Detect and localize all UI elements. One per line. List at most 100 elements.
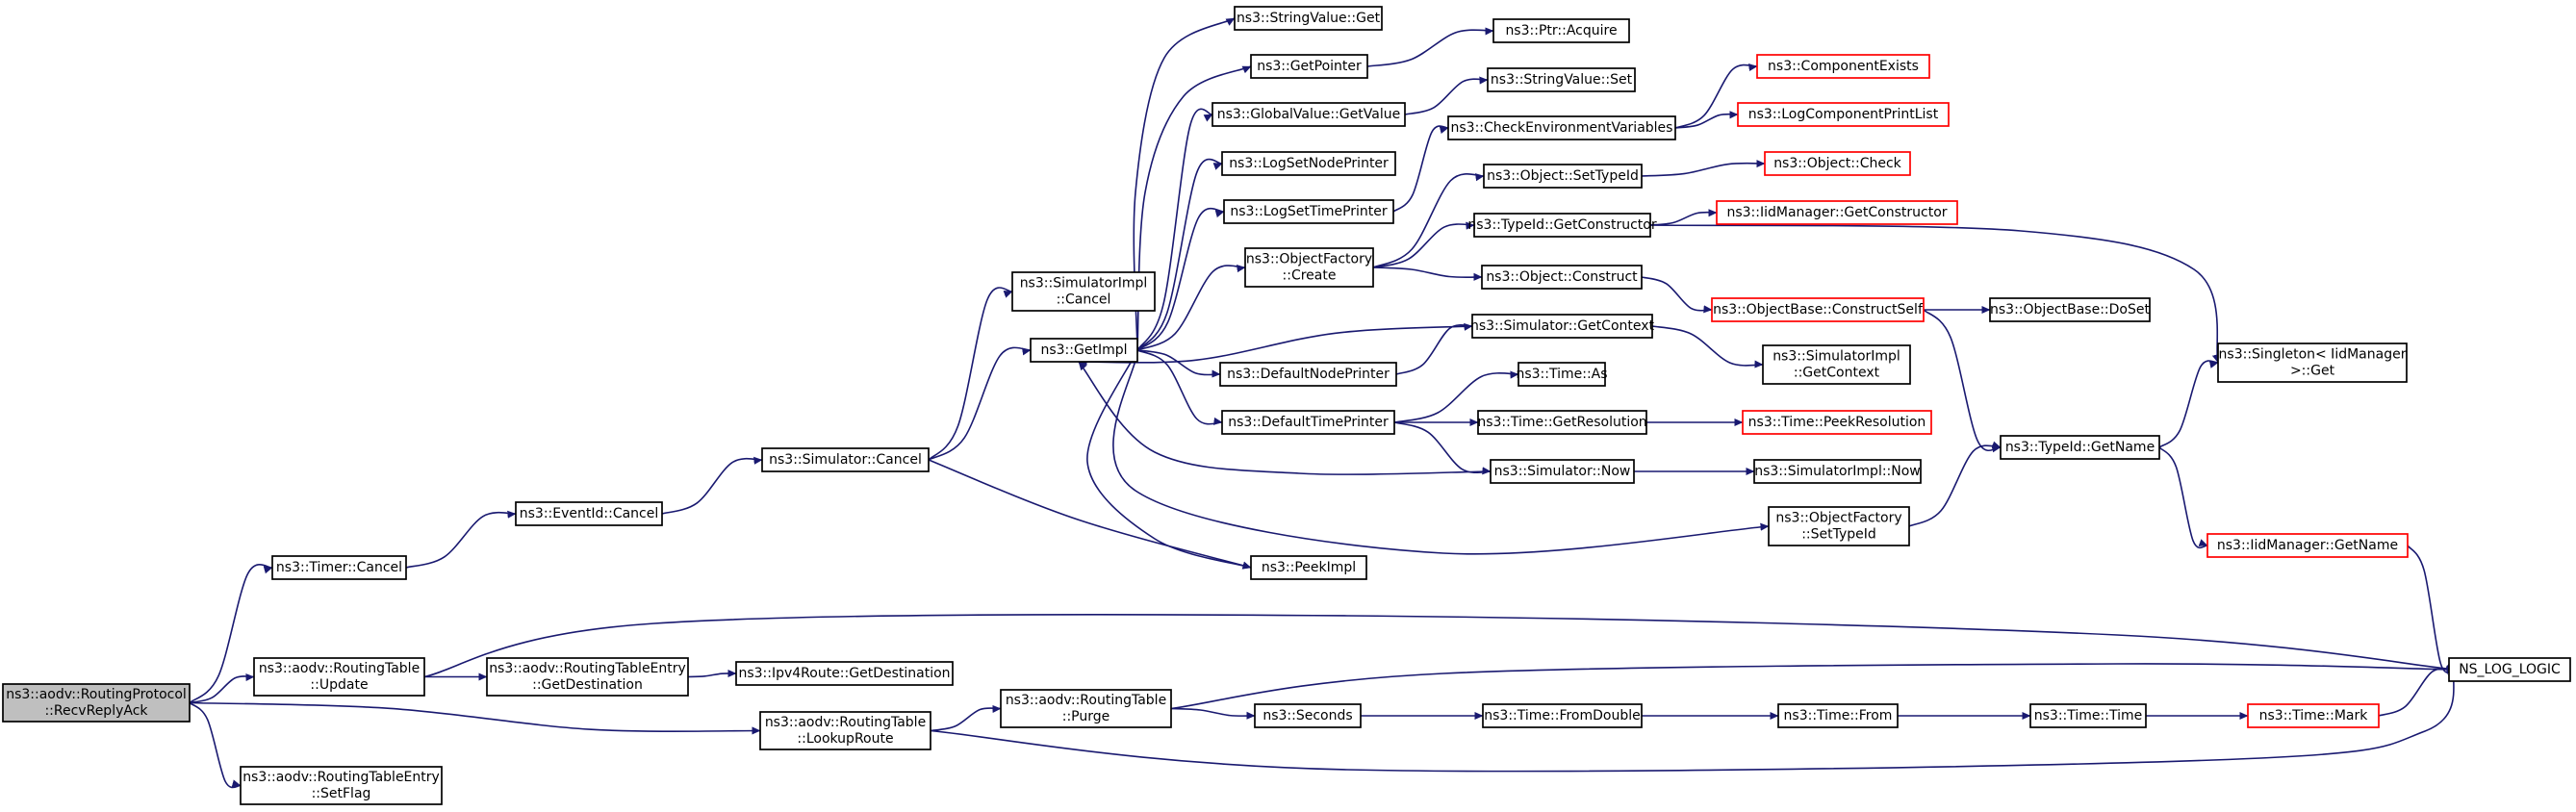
node-objfactory-settypeid[interactable]: ns3::ObjectFactory::SetTypeId — [1768, 506, 1910, 546]
edge-line — [1923, 309, 2002, 451]
node-sim-getcontext[interactable]: ns3::Simulator::GetContext — [1470, 314, 1655, 339]
edge-rt-update-to-ns-log-logic — [423, 614, 2456, 678]
node-time-mark[interactable]: ns3::Time::Mark — [2247, 703, 2380, 728]
node-label: ns3::Time::Mark — [2259, 708, 2369, 723]
edge-gv-getvalue-to-stringvalue-set — [1404, 76, 1489, 115]
edge-getimpl-to-defaulttime — [1136, 349, 1223, 425]
node-label: ::RecvReplyAck — [44, 703, 148, 719]
edge-line — [687, 669, 737, 678]
node-objbase-doset[interactable]: ns3::ObjectBase::DoSet — [1989, 297, 2151, 322]
node-time-peekres[interactable]: ns3::Time::PeekResolution — [1742, 410, 1932, 435]
node-compexists[interactable]: ns3::ComponentExists — [1756, 54, 1930, 79]
node-peekimpl[interactable]: ns3::PeekImpl — [1250, 555, 1367, 580]
node-box — [253, 657, 425, 697]
edge-line — [2158, 360, 2219, 448]
edge-line — [930, 669, 2456, 773]
node-objbase-constructself[interactable]: ns3::ObjectBase::ConstructSelf — [1711, 297, 1925, 322]
node-time-getres[interactable]: ns3::Time::GetResolution — [1477, 410, 1647, 435]
node-rt-purge[interactable]: ns3::aodv::RoutingTable::Purge — [1000, 689, 1172, 728]
node-label: ns3::GetImpl — [1040, 343, 1127, 358]
node-box — [1490, 459, 1635, 484]
edge-typeid-getctor-to-singleton-get — [1649, 224, 2220, 364]
edge-line — [189, 701, 761, 735]
node-simimpl-cancel[interactable]: ns3::SimulatorImpl::Cancel — [1011, 271, 1156, 312]
node-label: ns3::ObjectFactory — [1775, 511, 1901, 526]
node-timer-cancel[interactable]: ns3::Timer::Cancel — [271, 555, 407, 580]
edge-line — [1366, 27, 1494, 67]
edge-line — [1078, 361, 1492, 475]
node-logsettime[interactable]: ns3::LogSetTimePrinter — [1223, 199, 1394, 224]
node-getimpl[interactable]: ns3::GetImpl — [1030, 338, 1138, 363]
node-label: ns3::Time::FromDouble — [1484, 708, 1641, 723]
node-label: ns3::Time::PeekResolution — [1748, 415, 1926, 430]
node-rte-setflag[interactable]: ns3::aodv::RoutingTableEntry::SetFlag — [240, 766, 443, 805]
node-logsetnode[interactable]: ns3::LogSetNodePrinter — [1221, 151, 1396, 176]
node-seconds[interactable]: ns3::Seconds — [1254, 703, 1362, 728]
edge-line — [2407, 545, 2456, 673]
node-defaultnode[interactable]: ns3::DefaultNodePrinter — [1219, 362, 1397, 387]
node-ns-log-logic[interactable]: NS_LOG_LOGIC — [2448, 657, 2571, 682]
node-checkenv[interactable]: ns3::CheckEnvironmentVariables — [1447, 115, 1676, 140]
node-box — [1477, 410, 1647, 435]
edge-line — [1404, 76, 1489, 115]
edge-line — [405, 510, 517, 569]
edge-line — [661, 456, 763, 515]
node-label: ::LookupRoute — [797, 731, 893, 747]
node-box — [1211, 102, 1406, 127]
node-box — [1777, 703, 1899, 728]
node-label: ns3::Time::As — [1516, 367, 1607, 382]
node-time-time[interactable]: ns3::Time::Time — [2029, 703, 2147, 728]
node-obj-check[interactable]: ns3::Object::Check — [1764, 151, 1911, 176]
edge-objfactory-create-to-obj-settypeid — [1372, 173, 1485, 268]
node-box — [1737, 102, 1950, 127]
node-root[interactable]: ns3::aodv::RoutingProtocol::RecvReplyAck — [2, 683, 191, 723]
node-ipv4-getdest[interactable]: ns3::Ipv4Route::GetDestination — [735, 661, 954, 686]
node-singleton-get[interactable]: ns3::Singleton< IidManager >::Get — [2217, 343, 2408, 383]
node-typeid-getctor[interactable]: ns3::TypeId::GetConstructor — [1467, 213, 1657, 238]
node-box — [486, 657, 689, 697]
node-box — [1482, 703, 1643, 728]
node-box — [1716, 200, 1958, 225]
node-typeid-getname[interactable]: ns3::TypeId::GetName — [2000, 435, 2160, 460]
edge-rt-purge-to-ns-log-logic — [1170, 663, 2456, 710]
edge-objfactory-create-to-obj-construct — [1372, 266, 1483, 281]
node-simimpl-getcontext[interactable]: ns3::SimulatorImpl::GetContext — [1762, 344, 1911, 385]
node-rt-lookup[interactable]: ns3::aodv::RoutingTable::LookupRoute — [759, 711, 931, 750]
node-ptr-acquire[interactable]: ns3::Ptr::Acquire — [1492, 18, 1630, 43]
node-stringvalue-get[interactable]: ns3::StringValue::Get — [1234, 6, 1383, 31]
node-time-from[interactable]: ns3::Time::From — [1777, 703, 1899, 728]
node-sim-cancel[interactable]: ns3::Simulator::Cancel — [761, 447, 930, 472]
node-sim-now[interactable]: ns3::Simulator::Now — [1490, 459, 1635, 484]
node-box — [1223, 199, 1394, 224]
edge-line — [930, 704, 1002, 732]
node-rte-getdest[interactable]: ns3::aodv::RoutingTableEntry::GetDestina… — [486, 657, 689, 697]
node-iidmgr-getctor[interactable]: ns3::IidManager::GetConstructor — [1716, 200, 1958, 225]
edge-root-to-rt-update — [189, 672, 255, 704]
edge-line — [1086, 349, 1252, 570]
node-gv-getvalue[interactable]: ns3::GlobalValue::GetValue — [1211, 102, 1406, 127]
edge-objfactory-settypeid-to-typeid-getname — [1908, 444, 2002, 527]
node-eventid-cancel[interactable]: ns3::EventId::Cancel — [515, 501, 663, 526]
node-objfactory-create[interactable]: ns3::ObjectFactory::Create — [1244, 247, 1374, 288]
node-logcompprint[interactable]: ns3::LogComponentPrintList — [1737, 102, 1950, 127]
node-getpointer[interactable]: ns3::GetPointer — [1250, 54, 1368, 79]
node-box — [1244, 247, 1374, 288]
edge-typeid-getctor-to-iidmgr-getctor — [1649, 209, 1718, 226]
edge-checkenv-to-logcompprint — [1674, 111, 1739, 129]
node-iidmgr-getname[interactable]: ns3::IidManager::GetName — [2206, 533, 2409, 558]
edge-defaulttime-to-time-as — [1393, 370, 1519, 423]
node-label: ns3::IidManager::GetName — [2217, 538, 2398, 553]
edge-typeid-getname-to-iidmgr-getname — [2158, 446, 2208, 549]
node-label: ns3::SimulatorImpl::Now — [1754, 464, 1921, 479]
node-rt-update[interactable]: ns3::aodv::RoutingTable::Update — [253, 657, 425, 697]
node-simimpl-now[interactable]: ns3::SimulatorImpl::Now — [1753, 459, 1922, 484]
node-time-fromdouble[interactable]: ns3::Time::FromDouble — [1482, 703, 1643, 728]
node-box — [1481, 265, 1643, 290]
node-obj-settypeid[interactable]: ns3::Object::SetTypeId — [1483, 164, 1643, 189]
node-stringvalue-set[interactable]: ns3::StringValue::Set — [1487, 67, 1636, 92]
node-time-as[interactable]: ns3::Time::As — [1516, 362, 1608, 387]
node-obj-construct[interactable]: ns3::Object::Construct — [1481, 265, 1643, 290]
node-defaulttime[interactable]: ns3::DefaultTimePrinter — [1221, 410, 1395, 435]
node-box — [735, 661, 954, 686]
